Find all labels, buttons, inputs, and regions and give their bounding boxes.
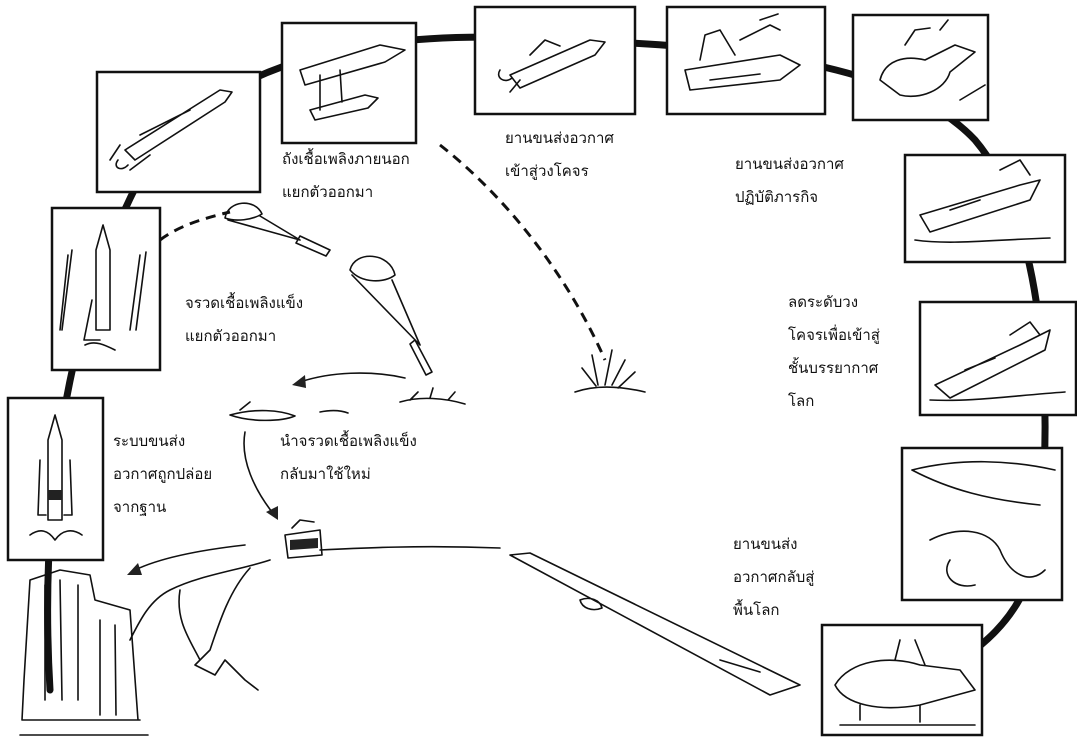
frame-reentry-attitude bbox=[903, 153, 1067, 264]
frame-tank-separation bbox=[280, 21, 418, 145]
label-orbit-entry: ยานขนส่งอวกาศ เข้าสู่วงโคจร bbox=[505, 122, 614, 188]
arrow-recovery-tow bbox=[292, 372, 406, 388]
label-return-line-2: อวกาศกลับสู่ bbox=[733, 568, 815, 586]
label-deorbit-line-3: ชั้นบรรยากาศ bbox=[788, 359, 879, 377]
label-srb-separation: จรวดเชื้อเพลิงแข็ง แยกตัวออกมา bbox=[185, 287, 303, 353]
label-launch-line-2: อวกาศถูกปล่อย bbox=[113, 465, 213, 483]
label-tank-separation-line-1: ถังเชื้อเพลิงภายนอก bbox=[282, 150, 410, 168]
launch-pad-tower bbox=[19, 569, 149, 736]
label-tank-separation-line-2: แยกตัวออกมา bbox=[282, 183, 374, 201]
processing-facility bbox=[284, 519, 323, 559]
label-srb-recovery-line-1: นำจรวดเชื้อเพลิงแข็ง bbox=[280, 432, 417, 450]
label-srb-recovery-line-2: กลับมาใช้ใหม่ bbox=[280, 465, 371, 483]
label-srb-separation-line-2: แยกตัวออกมา bbox=[185, 327, 277, 345]
label-mission-line-2: ปฏิบัติภารกิจ bbox=[735, 188, 819, 206]
label-orbit-entry-line-1: ยานขนส่งอวกาศ bbox=[505, 129, 614, 147]
runway bbox=[509, 552, 801, 696]
label-mission: ยานขนส่งอวกาศ ปฏิบัติภารกิจ bbox=[735, 148, 844, 214]
srb-splashdown bbox=[399, 387, 466, 405]
arrow-to-launch-site bbox=[127, 544, 246, 575]
frame-mission-operations bbox=[851, 13, 990, 122]
arrow-to-processing bbox=[243, 431, 278, 520]
roads bbox=[129, 545, 501, 691]
frame-srb-separation bbox=[50, 206, 162, 372]
label-mission-line-1: ยานขนส่งอวกาศ bbox=[735, 155, 844, 173]
recovery-ship bbox=[229, 401, 349, 422]
tank-trajectory-dashed bbox=[439, 143, 607, 361]
parachute-lower bbox=[349, 255, 433, 376]
label-return-line-3: พื้นโลก bbox=[733, 601, 780, 619]
frame-launch bbox=[6, 396, 105, 562]
srb-trajectory-dashed bbox=[159, 210, 231, 242]
label-launch-line-3: จากฐาน bbox=[113, 498, 167, 516]
frame-ascent bbox=[95, 70, 262, 194]
frame-landing bbox=[820, 623, 984, 737]
parachute-upper bbox=[224, 202, 331, 257]
frame-payload-deploy bbox=[665, 5, 827, 116]
frame-descent-path bbox=[900, 446, 1064, 602]
tank-impact-splash bbox=[574, 349, 646, 393]
label-launch: ระบบขนส่ง อวกาศถูกปล่อย จากฐาน bbox=[113, 425, 212, 524]
label-deorbit-line-2: โคจรเพื่อเข้าสู่ bbox=[788, 326, 880, 344]
label-deorbit-line-4: โลก bbox=[788, 392, 815, 410]
label-launch-line-1: ระบบขนส่ง bbox=[113, 432, 186, 450]
label-orbit-entry-line-2: เข้าสู่วงโคจร bbox=[505, 162, 589, 180]
label-tank-separation: ถังเชื้อเพลิงภายนอก แยกตัวออกมา bbox=[282, 143, 410, 209]
label-return: ยานขนส่ง อวกาศกลับสู่ พื้นโลก bbox=[733, 528, 814, 627]
label-deorbit: ลดระดับวง โคจรเพื่อเข้าสู่ ชั้นบรรยากาศ … bbox=[788, 286, 880, 418]
frame-orbit-entry bbox=[473, 5, 637, 116]
label-return-line-1: ยานขนส่ง bbox=[733, 535, 798, 553]
label-srb-recovery: นำจรวดเชื้อเพลิงแข็ง กลับมาใช้ใหม่ bbox=[280, 425, 417, 491]
label-deorbit-line-1: ลดระดับวง bbox=[788, 293, 859, 311]
frame-atmosphere-entry bbox=[918, 300, 1077, 417]
label-srb-separation-line-1: จรวดเชื้อเพลิงแข็ง bbox=[185, 294, 304, 312]
